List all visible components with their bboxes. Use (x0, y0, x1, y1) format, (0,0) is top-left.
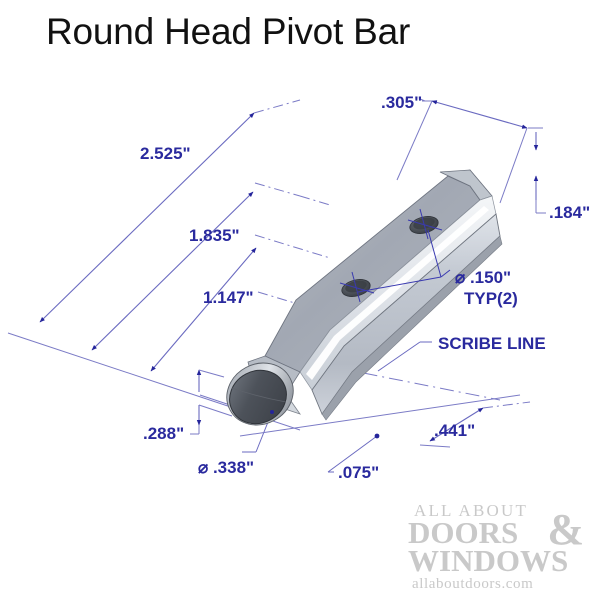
dimension-441 (419, 401, 531, 448)
dimension-2525 (39, 99, 301, 323)
dimension-305 (396, 98, 528, 204)
dimension-label-tip-chamfer: .075" (338, 463, 380, 482)
dimension-label-hole-far-center: 1.835" (189, 226, 240, 245)
callout-hole-typ: TYP(2) (464, 289, 518, 308)
page-title: Round Head Pivot Bar (46, 11, 411, 52)
dimension-label-scribe-offset: .441" (434, 421, 476, 440)
hole-centerlines (339, 208, 443, 303)
scribe-line-highlight (306, 206, 489, 380)
dimension-1835 (91, 191, 254, 351)
callout-scribe-line: SCRIBE LINE (438, 334, 546, 353)
head-parting-line (231, 387, 287, 403)
bar-bottom-edge (321, 235, 503, 421)
dimension-075 (239, 394, 521, 473)
dimension-label-head-offset: .288" (143, 424, 185, 443)
dimension-label-bar-thickness: .184" (549, 203, 591, 222)
leader-hole-callout (357, 229, 451, 293)
dimension-184 (528, 127, 546, 214)
watermark-line-2: DOORS (408, 515, 519, 550)
dimension-label-overall-length: 2.525" (140, 144, 191, 163)
pivot-bar-body (226, 169, 503, 426)
dimension-label-head-diameter: ⌀ .338" (198, 458, 255, 477)
watermark-website: allaboutdoors.com (412, 576, 534, 592)
dimension-288 (190, 369, 233, 435)
watermark-logo: ALL ABOUT DOORS & WINDOWS allaboutdoors.… (408, 502, 586, 592)
watermark-line-1: ALL ABOUT (414, 501, 529, 520)
dimension-label-hole-near-center: 1.147" (203, 288, 254, 307)
watermark-line-3: WINDOWS (408, 543, 569, 578)
callout-hole-diameter: ⌀ .150" (455, 268, 512, 287)
watermark-ampersand: & (547, 505, 584, 554)
head-witness-point (270, 410, 274, 414)
dimension-1147 (150, 247, 257, 372)
dimension-label-bar-width: .305" (381, 93, 423, 112)
